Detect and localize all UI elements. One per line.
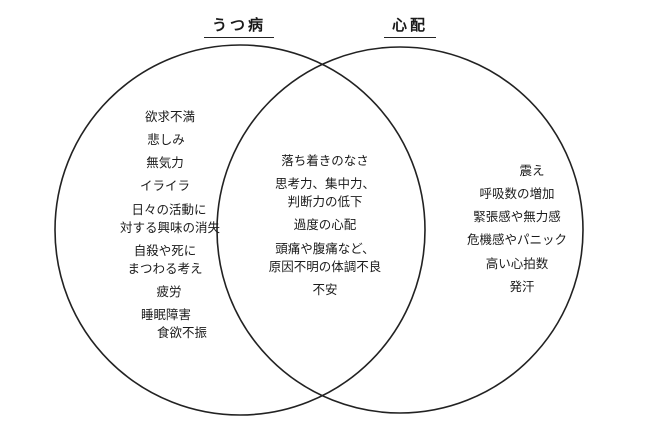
left-item: まつわる考え bbox=[127, 260, 203, 276]
left-item: 日々の活動に bbox=[131, 201, 207, 217]
right-circle bbox=[216, 46, 584, 414]
right-item: 危機感やパニック bbox=[466, 232, 567, 248]
left-circle bbox=[54, 44, 426, 416]
left-item: イライラ bbox=[139, 178, 190, 194]
right-item: 緊張感や無力感 bbox=[473, 209, 561, 225]
left-item: 欲求不満 bbox=[144, 109, 195, 124]
intersection-item: 落ち着きのなさ bbox=[281, 153, 369, 168]
left-item: 悲しみ bbox=[147, 132, 185, 148]
left-item: 食欲不振 bbox=[156, 325, 207, 341]
right-item: 高い心拍数 bbox=[485, 255, 549, 271]
intersection-item: 原因不明の体調不良 bbox=[268, 258, 382, 274]
intersection-item: 頭痛や腹痛など、 bbox=[275, 240, 375, 256]
intersection-item: 判断力の低下 bbox=[287, 194, 363, 210]
left-only-region: 欲求不満 悲しみ 無気力 イライラ 日々の活動に 対する興味の消失 自殺や死に … bbox=[95, 108, 245, 342]
intersection-item: 過度の心配 bbox=[293, 217, 357, 233]
right-item: 呼吸数の増加 bbox=[479, 186, 555, 202]
left-item: 睡眠障害 bbox=[140, 307, 191, 323]
left-item: 無気力 bbox=[146, 155, 184, 171]
right-item: 震え bbox=[519, 163, 545, 178]
intersection-item: 不安 bbox=[312, 281, 338, 297]
intersection-item: 思考力、集中力、 bbox=[274, 176, 375, 192]
right-set-label: 心配 bbox=[384, 12, 437, 38]
right-item: 発汗 bbox=[509, 278, 535, 294]
left-item: 自殺や死に bbox=[133, 242, 197, 258]
left-item: 疲労 bbox=[156, 284, 182, 299]
left-item: 対する興味の消失 bbox=[119, 219, 220, 235]
right-only-region: 震え 呼吸数の増加 緊張感や無力感 危機感やパニック 高い心拍数 発汗 bbox=[452, 162, 582, 296]
left-set-label: うつ病 bbox=[204, 12, 275, 38]
intersection-region: 落ち着きのなさ 思考力、集中力、 判断力の低下 過度の心配 頭痛や腹痛など、 原… bbox=[250, 152, 400, 299]
